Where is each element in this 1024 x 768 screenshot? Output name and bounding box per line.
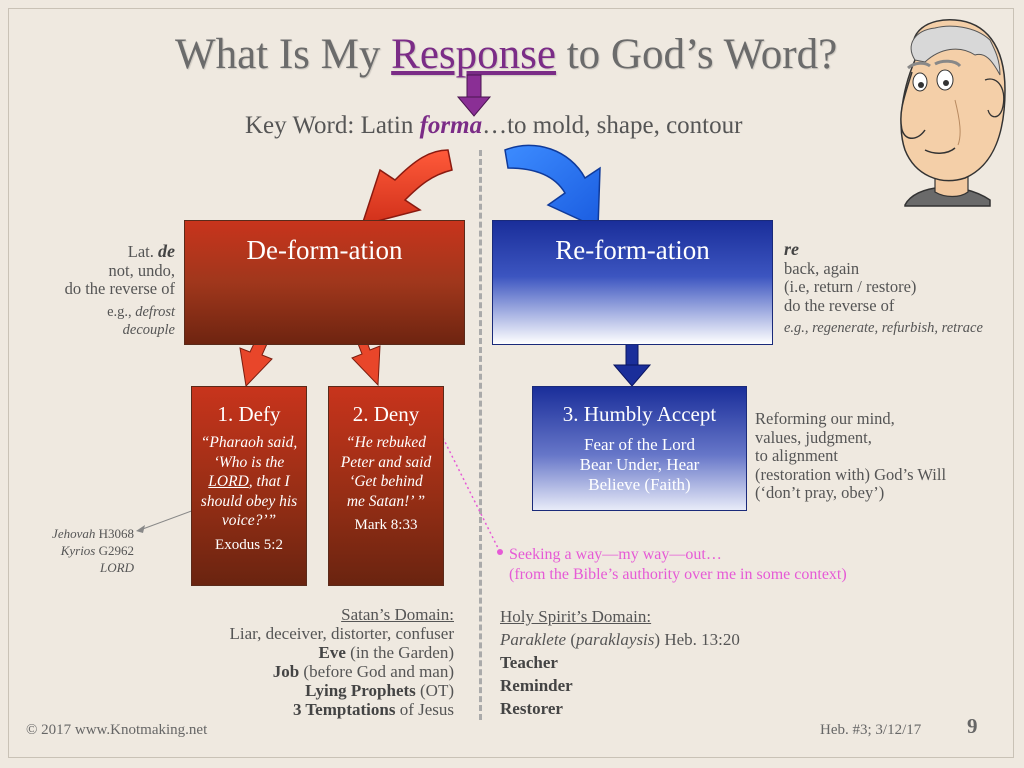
latin-de-eg-2: decouple [20,321,175,340]
title-highlight: Response [391,31,556,78]
cartoon-old-man-illustration [900,19,1006,207]
eve-rest: (in the Garden) [345,643,454,662]
humbly-accept-box: 3. Humbly Accept Fear of the Lord Bear U… [532,386,747,511]
reforming-line-3: to alignment [755,446,838,465]
satans-domain-temptations: 3 Temptations of Jesus [170,700,454,719]
reformation-label: Re-form-ation [555,235,710,265]
defy-quote-a: “Pharaoh said, ‘Who is the [200,434,298,471]
holy-restorer: Restorer [500,699,563,718]
key-word-line: Key Word: Latin forma…to mold, shape, co… [245,112,742,140]
paraklete-italic: Paraklete [500,630,567,649]
satans-domain-lying: Lying Prophets (OT) [170,681,454,700]
deny-box: 2. Deny “He rebuked Peter and said ‘Get … [328,386,444,586]
kyrios-name: Kyrios [60,543,96,558]
defy-box: 1. Defy “Pharaoh said, ‘Who is the LORD,… [191,386,307,586]
seeking-line-1: Seeking a way—my way—out… [509,546,722,563]
satans-domain-eve: Eve (in the Garden) [170,643,454,662]
reforming-line-4: (restoration with) God’s Will [755,464,947,484]
accept-line-3: Believe (Faith) [588,475,691,494]
seeking-line-2: (from the Bible’s authority over me in s… [509,566,847,583]
eve-bold: Eve [318,643,346,662]
latin-de-line-1: Lat. de [20,242,175,262]
holy-spirits-domain: Holy Spirit’s Domain: Paraklete (parakla… [500,605,800,720]
temptations-bold: 3 Temptations [292,700,396,719]
latin-de-prefix: Lat. [127,242,158,261]
seeking-note: Seeking a way—my way—out… (from the Bibl… [509,545,847,585]
reforming-line-1: Reforming our mind, [755,409,895,428]
latin-de-word: de [158,241,175,261]
deny-reference: Mark 8:33 [354,517,418,534]
paraklete-rest: ) Heb. 13:20 [654,630,740,649]
slide-title: What Is My Response to God’s Word? [175,30,837,79]
latin-de-note: Lat. de not, undo, do the reverse of e.g… [20,242,175,340]
holy-teacher: Teacher [500,653,558,672]
jehovah-note: Jehovah H3068 Kyrios G2962 LORD [20,525,134,576]
defy-quote: “Pharaoh said, ‘Who is the LORD, that I … [192,433,306,531]
latin-de-eg-1: e.g., defrost [20,303,175,322]
accept-line-1: Fear of the Lord [584,435,695,454]
deformation-box: De-form-ation [184,220,465,345]
defy-quote-b: , that I should obey his voice?’” [200,473,298,530]
lord-label: LORD [100,560,134,575]
keyword-prefix: Key Word: Latin [245,112,420,139]
accept-heading: 3. Humbly Accept [562,402,717,426]
satans-domain-line-1: Liar, deceiver, distorter, confuser [229,624,454,643]
latin-de-eg-defrost: defrost [135,303,175,320]
reforming-line-5: (‘don’t pray, obey’) [755,483,885,502]
job-bold: Job [272,662,300,681]
reforming-note: Reforming our mind, values, judgment, to… [755,409,975,503]
holy-domain-paraklete: Paraklete (paraklaysis) Heb. 13:20 [500,628,800,651]
accept-body: Fear of the Lord Bear Under, Hear Believ… [533,435,746,495]
latin-re-word: re [784,239,799,259]
latin-de-eg-decouple: decouple [122,322,175,338]
paraklete-paren: ( [566,630,577,649]
latin-de-line-3: do the reverse of [64,279,175,298]
red-curved-arrow [360,149,453,227]
job-rest: (before God and man) [299,662,454,681]
deny-heading: 2. Deny [352,402,420,426]
paraklysis-italic: paraklaysis [576,630,655,649]
latin-de-eg-prefix: e.g., [107,303,136,320]
kyrios-code: G2962 [95,543,134,558]
slide-frame [8,8,1014,758]
jehovah-code: H3068 [95,526,134,541]
lying-bold: Lying Prophets [305,681,416,700]
satans-domain-job: Job (before God and man) [170,662,454,681]
title-suffix: to God’s Word? [555,31,838,78]
defy-reference: Exodus 5:2 [215,536,283,553]
deformation-label: De-form-ation [246,235,403,265]
satans-domain-heading: Satan’s Domain: [341,605,454,624]
latin-re-eg: e.g., regenerate, refurbish, retrace [784,320,983,336]
latin-de-line-2: not, undo, [108,260,175,280]
accept-line-2: Bear Under, Hear [579,455,700,474]
footer-copyright: © 2017 www.Knotmaking.net [26,722,208,738]
blue-curved-arrow [504,144,601,230]
center-divider [479,150,482,720]
title-prefix: What Is My [175,31,392,78]
deny-quote: “He rebuked Peter and said ‘Get behind m… [340,434,432,510]
page-number: 9 [967,714,978,738]
satans-domain: Satan’s Domain: Liar, deceiver, distorte… [170,605,454,719]
latin-re-line-3: (i.e, return / restore) [784,277,917,296]
defy-quote-lord: LORD [208,473,249,491]
reforming-line-2: values, judgment, [755,427,872,447]
lying-rest: (OT) [415,681,454,700]
keyword-forma: forma [419,112,483,139]
jehovah-name: Jehovah [52,526,96,541]
reformation-box: Re-form-ation [492,220,773,345]
latin-re-line-2: back, again [784,258,860,278]
purple-down-arrow [456,74,492,117]
latin-re-line-4: do the reverse of [784,295,895,315]
holy-reminder: Reminder [500,676,573,695]
footer-reference: Heb. #3; 3/12/17 [820,722,922,738]
defy-heading: 1. Defy [217,402,281,426]
holy-domain-heading: Holy Spirit’s Domain: [500,607,652,626]
keyword-suffix: …to mold, shape, contour [482,112,743,139]
temptations-rest: of Jesus [395,700,454,719]
latin-re-note: re back, again (i.e, return / restore) d… [784,240,1009,338]
